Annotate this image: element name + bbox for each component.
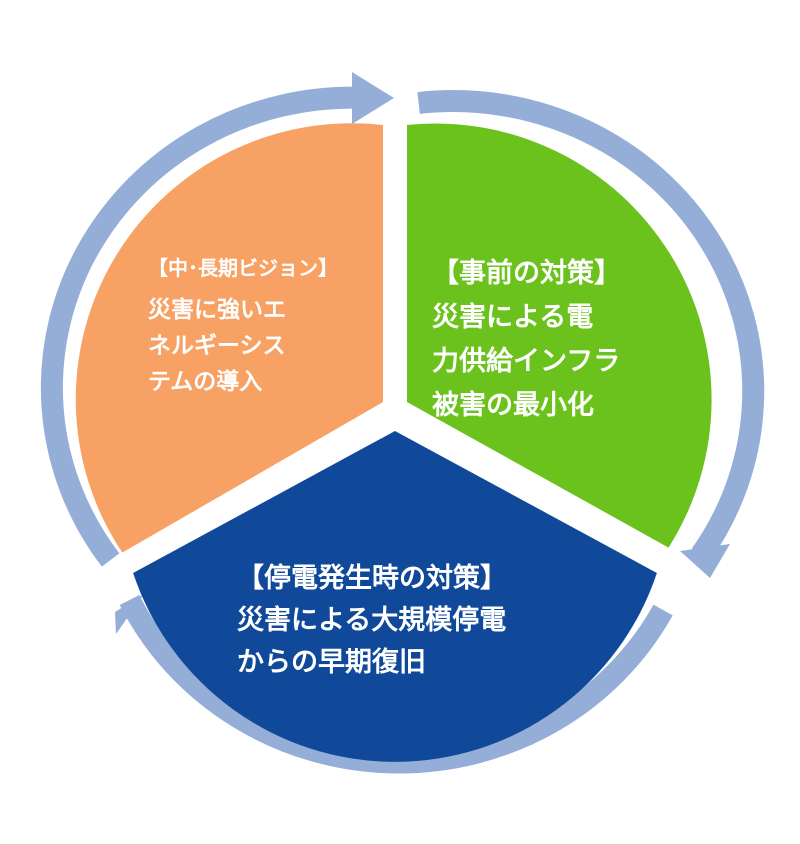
segment-during — [133, 431, 657, 762]
ring-arc-upper-right — [417, 90, 765, 562]
advance-measures-line: 被害の最小化 — [432, 390, 594, 421]
long-term-line: テムの導入 — [148, 369, 263, 395]
ring-arc-upper-left — [40, 86, 367, 567]
arrowhead-lower-right-icon — [680, 544, 730, 578]
advance-measures-line: 力供給インフラ — [432, 346, 621, 377]
outage-measures-line: からの早期復旧 — [237, 647, 426, 678]
advance-measures-text: 【事前の対策】 災害による電 力供給インフラ 被害の最小化 — [432, 252, 621, 428]
long-term-line: ネルギーシス — [148, 333, 286, 359]
advance-measures-heading: 【事前の対策】 — [432, 258, 621, 289]
segment-long-term — [75, 123, 383, 553]
outage-measures-heading: 【停電発生時の対策】 — [237, 563, 507, 594]
cycle-ring — [40, 72, 765, 774]
outage-measures-text: 【停電発生時の対策】 災害による大規模停電 からの早期復旧 — [237, 558, 507, 684]
long-term-vision-text: 【中･長期ビジョン】 災害に強いエ ネルギーシス テムの導入 — [148, 250, 338, 400]
ring-arc-bottom — [119, 595, 673, 774]
segment-before — [407, 123, 712, 548]
long-term-line: 災害に強いエ — [148, 297, 286, 323]
arrowhead-top-icon — [352, 72, 394, 124]
long-term-heading: 【中･長期ビジョン】 — [148, 256, 338, 280]
outage-measures-line: 災害による大規模停電 — [237, 605, 507, 636]
advance-measures-line: 災害による電 — [432, 302, 594, 333]
arrowhead-left-icon — [115, 594, 144, 634]
